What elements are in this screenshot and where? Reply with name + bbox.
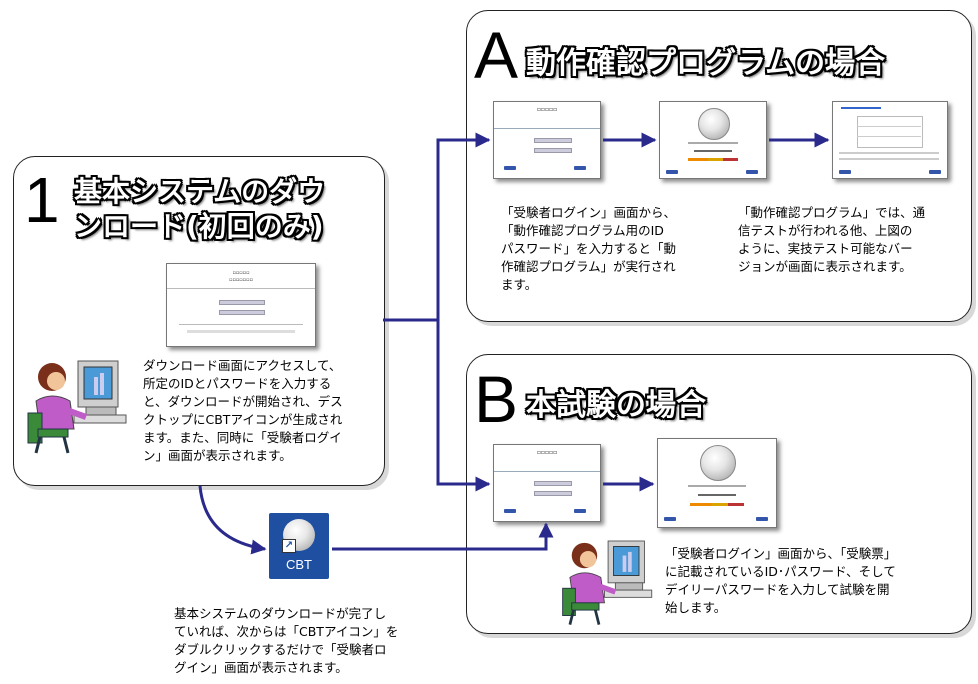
panel-b-title: 本試験の場合: [526, 388, 706, 423]
step-number: 1: [24, 164, 60, 236]
connector-to-panel-b: [436, 320, 491, 492]
desc-line: 基本システムのダウンロードが完了し: [174, 606, 387, 621]
desc-line: ます。: [501, 277, 538, 292]
desc-line: と、ダウンロードが開始され、デス: [143, 394, 343, 409]
desc-line: 所定のIDとパスワードを入力する: [143, 376, 332, 391]
panel-b-description: 「受験者ログイン」画面から、「受験票」 に記載されているID･パスワード、そして…: [665, 545, 965, 617]
cbt-desktop-icon[interactable]: ↗ CBT: [269, 513, 329, 579]
desc-line: 始します。: [665, 600, 727, 615]
panel-a-description-left: 「受験者ログイン」画面から、 「動作確認プログラム用のID パスワード」を入力す…: [501, 204, 716, 294]
version-result-screen-thumbnail: [832, 101, 948, 179]
panel-a-letter: A: [474, 18, 519, 92]
panel-1-title-line2: ンロード(初回のみ): [74, 210, 324, 243]
desc-line: ジョンが画面に表示されます。: [738, 259, 912, 274]
desc-line: 「動作確認プログラム」では、通: [738, 205, 926, 220]
arrow-cbt-to-login: [332, 522, 554, 551]
desc-line: ように、実技テスト可能なバー: [738, 241, 913, 256]
desc-line: ダウンロード画面にアクセスして、: [143, 358, 342, 373]
desc-line: ダブルクリックするだけで「受験者ロ: [174, 642, 387, 657]
exam-start-screen-thumbnail: [657, 438, 777, 528]
desc-line: クトップにCBTアイコンが生成され: [143, 412, 343, 427]
desc-line: 「動作確認プログラム用のID: [501, 223, 664, 238]
desc-line: 「受験者ログイン」画面から、: [501, 205, 677, 220]
person-at-computer-illustration: [27, 360, 127, 454]
shortcut-arrow-icon: ↗: [282, 539, 296, 553]
desc-line: グイン」画面が表示されます。: [174, 660, 348, 675]
person-at-computer-illustration: [562, 540, 653, 625]
login-screen-thumbnail: ▫▫▫▫▫: [493, 444, 601, 522]
panel-a-title: 動作確認プログラムの場合: [526, 46, 886, 81]
desc-line: ていれば、次からは「CBTアイコン」を: [174, 624, 399, 639]
cbt-icon-label: CBT: [286, 557, 312, 572]
arrow-download-to-cbt: [198, 485, 267, 555]
panel-b-letter: B: [474, 362, 519, 436]
desc-line: ン」画面が表示されます。: [143, 448, 292, 463]
panel-1-description: ダウンロード画面にアクセスして、 所定のIDとパスワードを入力する と、ダウンロ…: [143, 357, 378, 465]
desc-line: 「受験者ログイン」画面から、「受験票」: [665, 546, 897, 561]
download-screen-thumbnail: ▫▫▫▫▫ ▫▫▫▫▫▫▫: [166, 263, 316, 347]
connector-to-panel-a: [436, 132, 491, 320]
panel-a-description-right: 「動作確認プログラム」では、通 信テストが行われる他、上図の ように、実技テスト…: [738, 204, 963, 276]
desc-line: ます。また、同時に「受験者ログイ: [143, 430, 342, 445]
panel-1-title-line1: 基本システムのダウ: [74, 175, 326, 208]
login-screen-thumbnail: ▫▫▫▫▫: [493, 101, 601, 179]
desc-line: 作確認プログラム」が実行され: [501, 259, 676, 274]
desc-line: 信テストが行われる他、上図の: [738, 223, 913, 238]
desc-line: デイリーパスワードを入力して試験を開: [665, 582, 890, 597]
desc-line: に記載されているID･パスワード、そして: [665, 564, 896, 579]
cbt-description: 基本システムのダウンロードが完了し ていれば、次からは「CBTアイコン」を ダブ…: [174, 605, 444, 677]
check-program-screen-thumbnail: [659, 101, 767, 179]
desc-line: パスワード」を入力すると「動: [501, 241, 677, 256]
